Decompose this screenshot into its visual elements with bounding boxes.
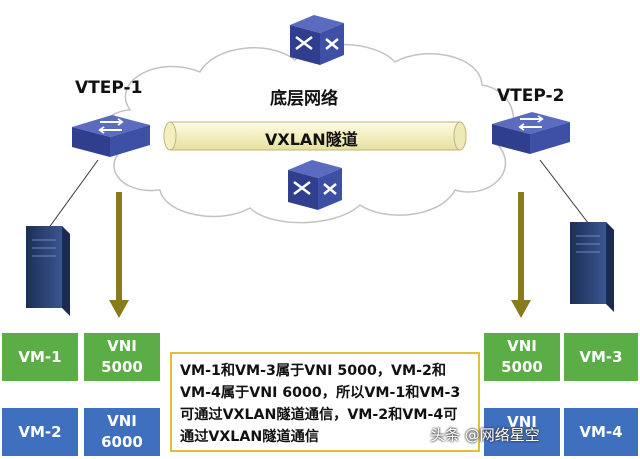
vm-3-box: VM-3 xyxy=(564,333,638,381)
vni-6000-right-box: VNI xyxy=(484,408,560,456)
vtep-1-label: VTEP-1 xyxy=(75,78,143,98)
vni-6000-right-line1: VNI xyxy=(507,413,537,431)
vtep-1-switch-icon xyxy=(72,115,150,157)
underlay-network-label: 底层网络 xyxy=(270,89,338,109)
vm-4-box: VM-4 xyxy=(564,408,638,456)
vtep-2-label: VTEP-2 xyxy=(497,86,565,106)
arrow-right-down xyxy=(511,192,531,318)
vni-5000-left-line1: VNI xyxy=(107,337,137,355)
vni-6000-left-line1: VNI xyxy=(107,412,137,430)
server-left-icon xyxy=(26,226,70,316)
vni-5000-left-line2: 5000 xyxy=(101,358,143,376)
core-switch-bottom-icon xyxy=(288,160,342,210)
watermark-text: 头条 @网络星空 xyxy=(430,426,540,444)
arrow-left-down xyxy=(109,192,129,318)
core-switch-top-icon xyxy=(290,15,344,65)
vni-5000-left-box: VNI 5000 xyxy=(84,333,160,381)
vni-6000-left-line2: 6000 xyxy=(101,433,143,451)
vm-2-box: VM-2 xyxy=(2,408,78,456)
link-right xyxy=(539,159,596,233)
vm-1-label: VM-1 xyxy=(18,347,62,366)
vm-3-label: VM-3 xyxy=(579,347,623,366)
vm-2-label: VM-2 xyxy=(18,422,62,441)
vxlan-tunnel xyxy=(163,121,467,151)
vm-1-box: VM-1 xyxy=(2,333,78,381)
vtep-2-switch-icon xyxy=(492,112,570,154)
vni-5000-right-box: VNI 5000 xyxy=(484,333,560,381)
vni-5000-right-line2: 5000 xyxy=(501,358,543,376)
explanation-note: VM-1和VM-3属于VNI 5000，VM-2和VM-4属于VNI 6000，… xyxy=(170,352,480,452)
vni-5000-right-line1: VNI xyxy=(507,337,537,355)
vni-6000-left-box: VNI 6000 xyxy=(84,408,160,456)
vm-4-label: VM-4 xyxy=(579,422,623,441)
vxlan-tunnel-label: VXLAN隧道 xyxy=(265,130,358,149)
server-right-icon xyxy=(570,222,614,312)
